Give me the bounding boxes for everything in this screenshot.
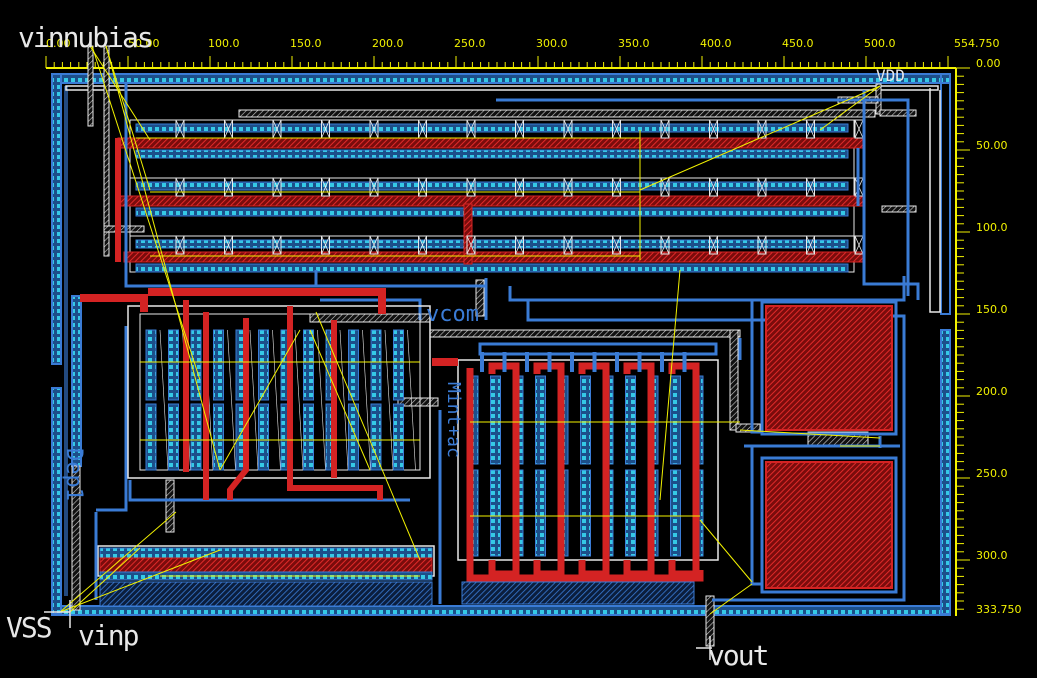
net-label-mintac: Mint+ac — [443, 382, 464, 458]
diffpair-finger-array — [145, 329, 416, 471]
ruler-top-label-4: 200.0 — [372, 37, 404, 50]
pin-vcom-label[interactable]: vcom — [426, 302, 479, 327]
pin-vinnubias-label[interactable]: vinnubias — [18, 21, 154, 54]
ruler-top-label-11: 554.750 — [954, 37, 1000, 50]
ruler-top-label-1: 50.00 — [128, 37, 160, 50]
ruler-top-label-10: 500.0 — [864, 37, 896, 50]
miller-capacitor-bottom[interactable] — [760, 456, 898, 594]
ruler-top-label-5: 250.0 — [454, 37, 486, 50]
ruler-right-label-2: 100.0 — [976, 221, 1008, 234]
ruler-top-label-7: 350.0 — [618, 37, 650, 50]
nmos-diff-pair[interactable] — [80, 288, 431, 500]
ruler-top-label-3: 150.0 — [290, 37, 322, 50]
ruler-right — [955, 67, 970, 616]
ruler-top-label-6: 300.0 — [536, 37, 568, 50]
ruler-top-label-9: 450.0 — [782, 37, 814, 50]
output-finger-array — [466, 342, 718, 582]
ruler-right-minor-ticks — [956, 67, 970, 610]
pin-vinp-label[interactable]: vinp — [78, 619, 139, 652]
miller-capacitor-top[interactable] — [760, 300, 898, 436]
net-label-dep1: Dep1 — [61, 448, 86, 501]
ruler-right-label-5: 250.0 — [976, 467, 1008, 480]
output-stage-nmos[interactable] — [432, 342, 719, 605]
flight-lines — [59, 45, 881, 615]
ruler-right-label-1: 50.00 — [976, 139, 1008, 152]
ruler-right-label-4: 200.0 — [976, 385, 1008, 398]
ruler-top-label-0: 0.00 — [46, 37, 71, 50]
pin-vout-label[interactable]: vout — [708, 639, 769, 672]
ruler-right-label-6: 300.0 — [976, 549, 1008, 562]
ruler-top-label-2: 100.0 — [208, 37, 240, 50]
ruler-right-label-0: 0.00 — [976, 57, 1001, 70]
pin-vdd-label[interactable]: VDD — [876, 66, 905, 85]
ruler-right-label-3: 150.0 — [976, 303, 1008, 316]
ruler-right-label-7: 333.750 — [976, 603, 1022, 616]
pin-vss-label[interactable]: VSS — [6, 611, 53, 644]
ruler-top — [45, 56, 956, 69]
metal2-rails[interactable] — [65, 45, 941, 647]
ruler-top-minor-ticks — [45, 56, 949, 68]
outer-guard-ring[interactable] — [51, 73, 951, 616]
ruler-top-label-8: 400.0 — [700, 37, 732, 50]
